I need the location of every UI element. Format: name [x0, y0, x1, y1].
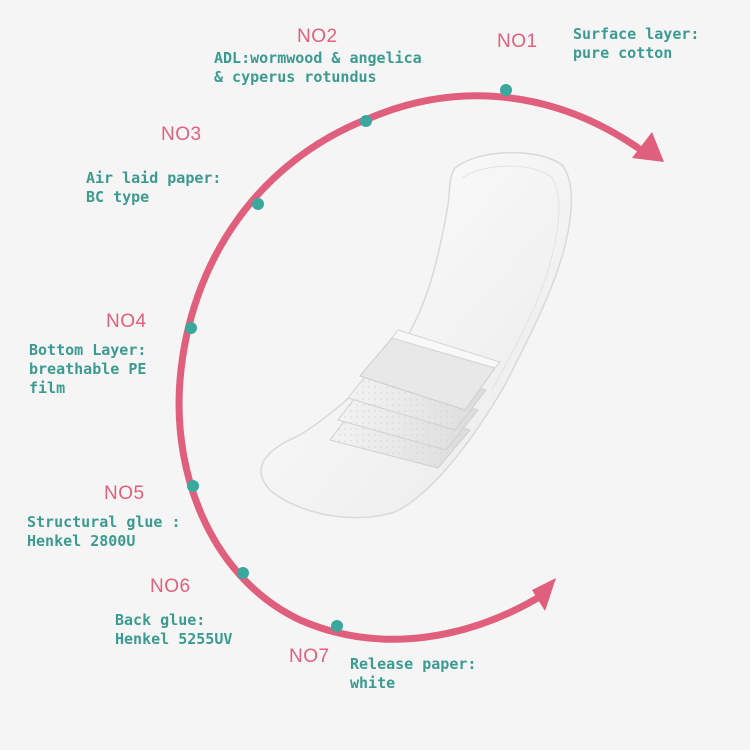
layer-label-2-line2: & cyperus rotundus	[214, 68, 377, 86]
layer-label-4-line3: film	[29, 379, 66, 397]
marker-dot-7	[331, 620, 343, 632]
layer-cross-section	[329, 329, 501, 469]
layer-number-1: NO1	[497, 31, 538, 52]
layer-arc	[175, 92, 652, 643]
layer-label-6-line2: Henkel 5255UV	[115, 630, 233, 648]
layer-label-2-line1: ADL:wormwood & angelica	[214, 49, 422, 67]
layer-number-5: NO5	[104, 483, 145, 504]
layer-label-5: Structural glue : Henkel 2800U	[27, 513, 181, 551]
panty-liner-image	[260, 151, 573, 519]
layer-label-7: Release paper: white	[350, 655, 476, 693]
layer-label-4: Bottom Layer: breathable PE film	[29, 341, 146, 398]
layer-label-5-line2: Henkel 2800U	[27, 532, 136, 550]
layer-label-5-line1: Structural glue :	[27, 513, 181, 531]
layer-number-2: NO2	[297, 26, 338, 47]
layer-label-3-line1: Air laid paper:	[86, 169, 222, 187]
layer-label-1: Surface layer: pure cotton	[573, 25, 699, 63]
layer-label-3-line2: BC type	[86, 188, 150, 206]
layer-label-6-line1: Back glue:	[115, 611, 206, 629]
arc-arrowhead-top-icon	[632, 132, 664, 162]
marker-dot-6	[237, 567, 249, 579]
layer-label-7-line2: white	[350, 674, 396, 692]
marker-dot-2	[360, 115, 372, 127]
marker-dot-5	[187, 480, 199, 492]
marker-dot-1	[500, 84, 512, 96]
layer-label-7-line1: Release paper:	[350, 655, 477, 673]
layer-label-1-line2: pure cotton	[573, 44, 673, 62]
layer-number-3: NO3	[161, 124, 202, 145]
marker-dot-3	[252, 198, 264, 210]
layer-label-4-line2: breathable PE	[29, 360, 147, 378]
marker-dot-4	[185, 322, 197, 334]
layer-label-3: Air laid paper: BC type	[86, 169, 221, 207]
layer-number-6: NO6	[150, 576, 191, 597]
layer-number-4: NO4	[106, 311, 147, 332]
layer-label-6: Back glue: Henkel 5255UV	[115, 611, 232, 649]
layer-label-1-line1: Surface layer:	[573, 25, 700, 43]
layer-label-2: ADL:wormwood & angelica & cyperus rotund…	[214, 49, 422, 87]
layer-number-7: NO7	[289, 646, 330, 667]
arc-arrowhead-bottom-icon	[532, 578, 556, 611]
layer-label-4-line1: Bottom Layer:	[29, 341, 147, 359]
